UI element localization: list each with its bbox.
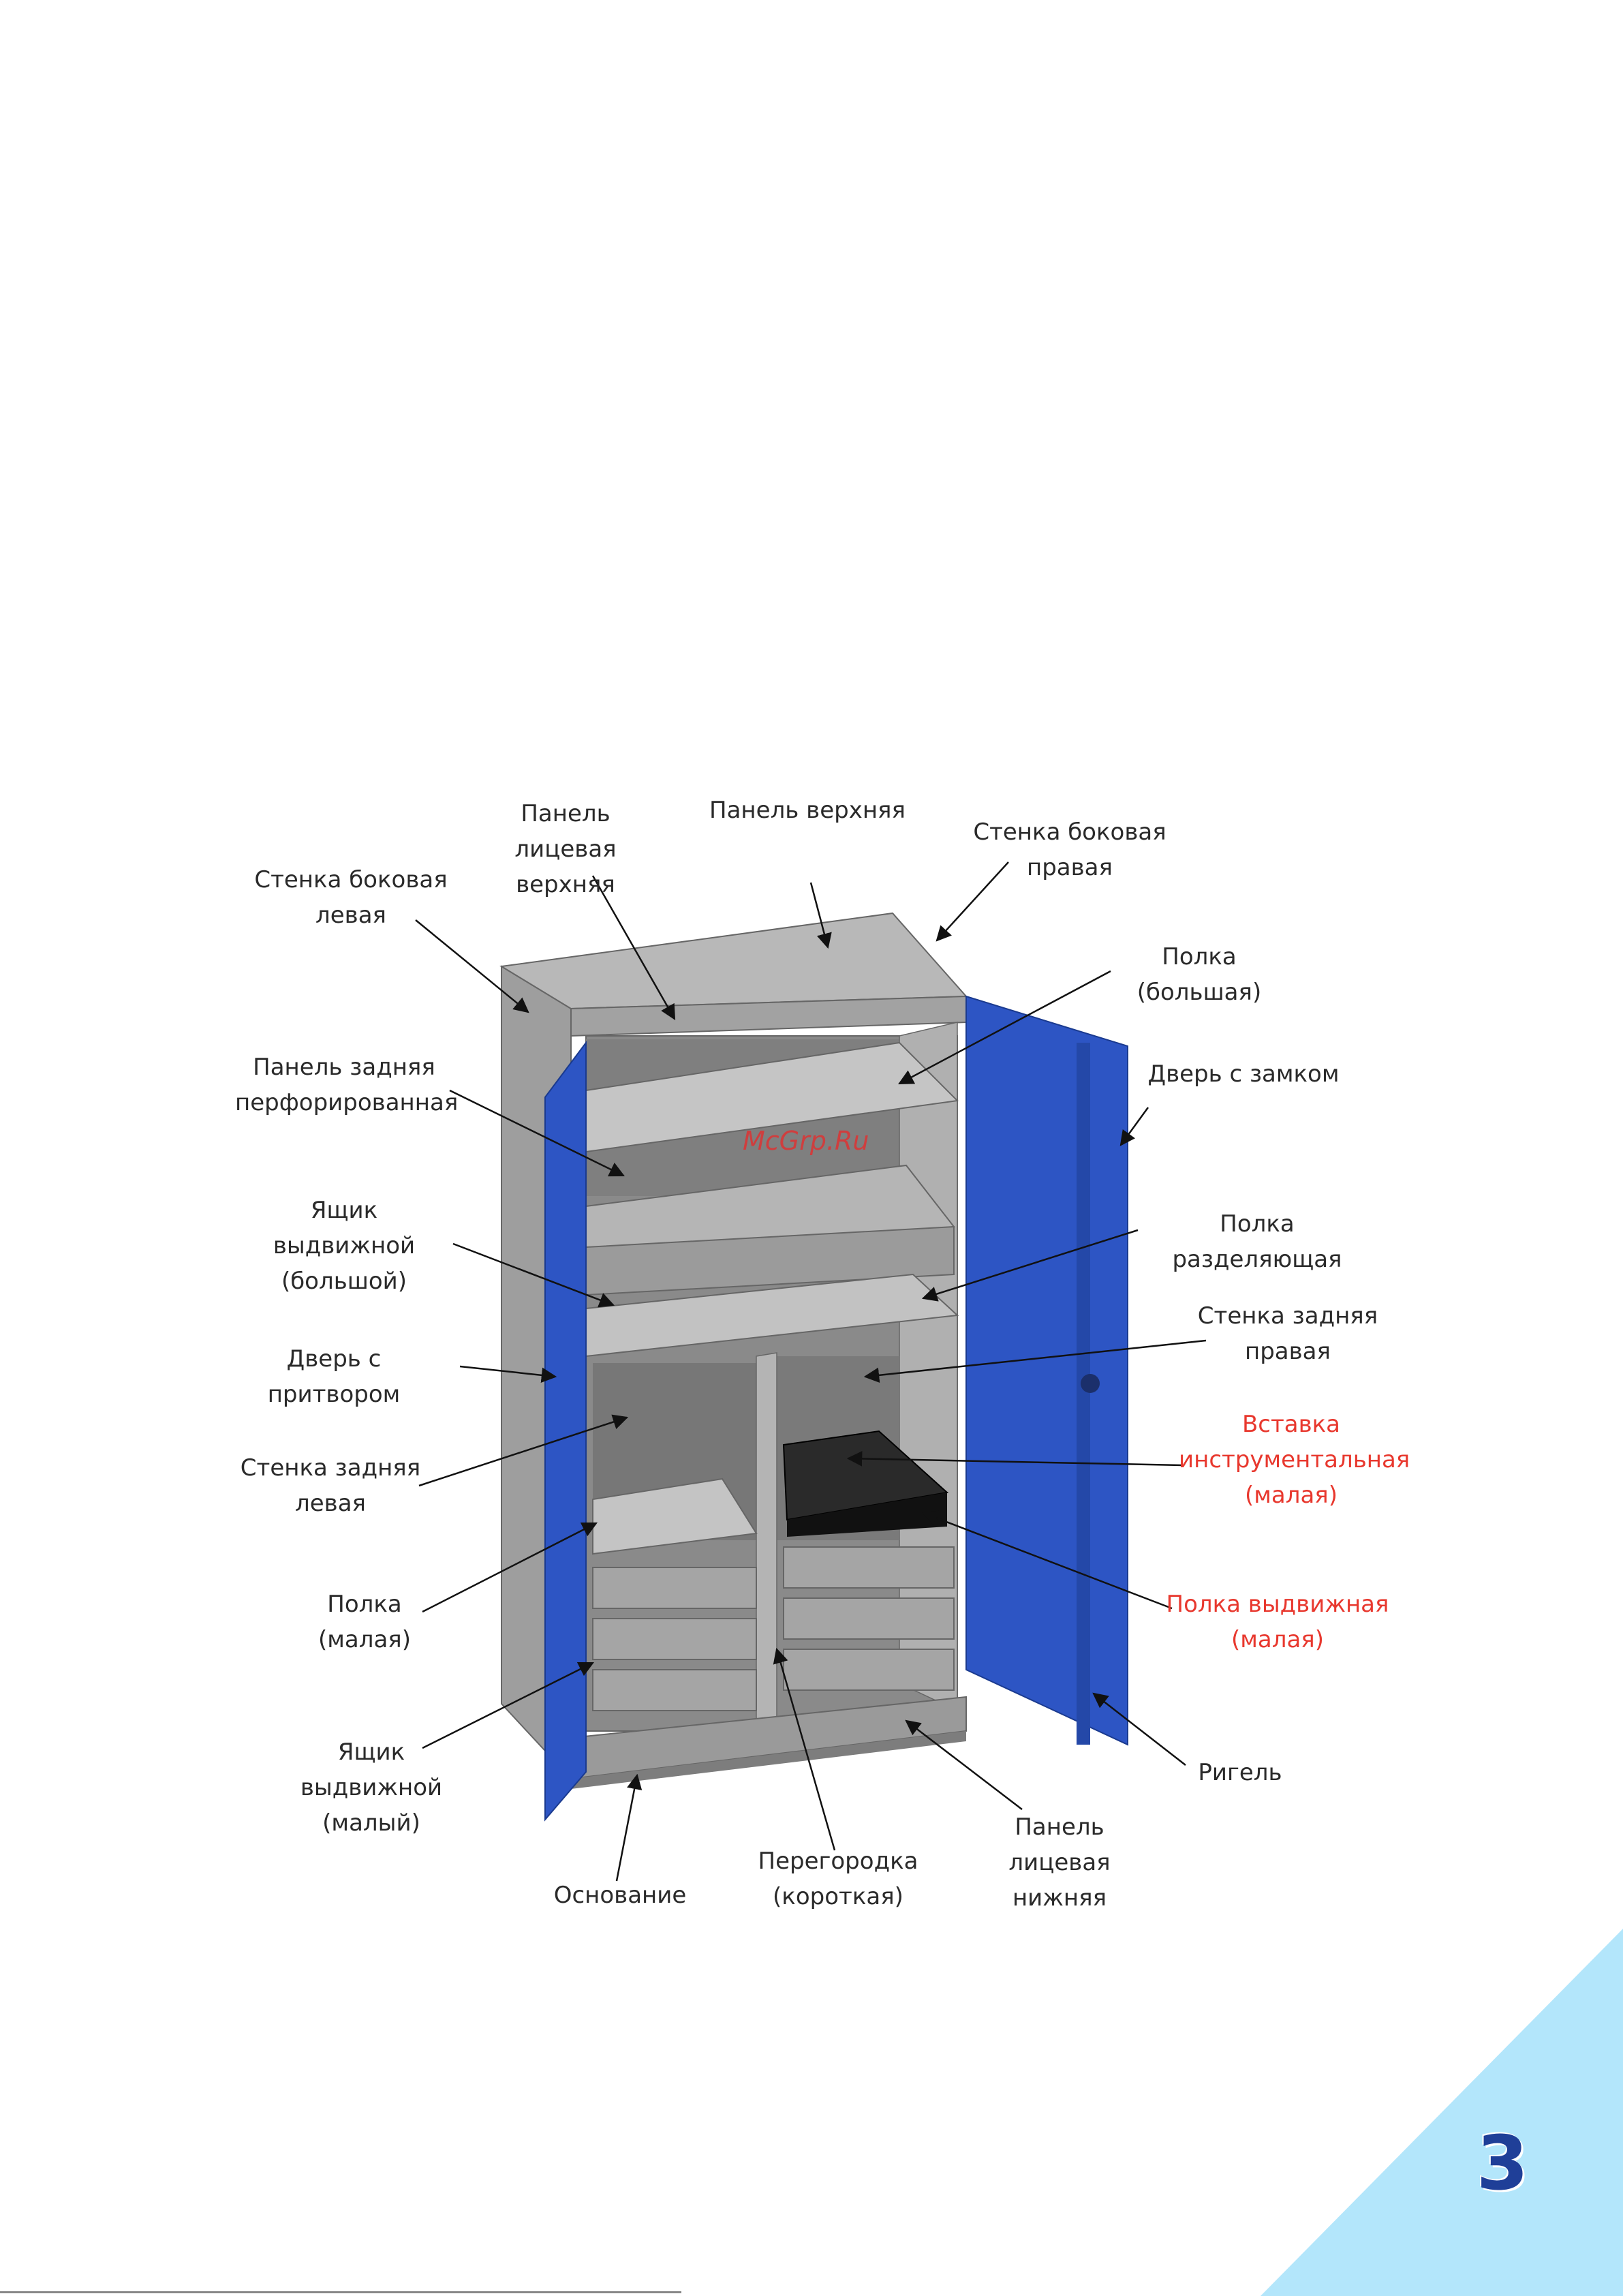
label-side-left: Стенка боковая левая [254,866,448,929]
label-door-lock: Дверь с замком [1147,1060,1340,1088]
watermark: McGrp.Ru [743,1126,869,1156]
label-shelf-pullout: Полка выдвижная (малая) [1166,1591,1389,1653]
label-back-perforated: Панель задняя перфорированная [235,1054,459,1116]
label-front-bottom: Панель лицевая нижняя [1008,1813,1111,1912]
leader-lines [415,861,1207,1882]
right-door [965,995,1128,1746]
label-drawer-big: Ящик выдвижной (большой) [273,1197,416,1295]
label-bolt: Ригель [1198,1759,1282,1786]
label-front-top: Панель лицевая верхняя [514,800,617,898]
label-back-left: Стенка задняя левая [240,1454,421,1517]
label-top-panel: Панель верхняя [709,797,906,824]
bottom-rule [0,2291,681,2293]
label-door-rebate: Дверь с притвором [267,1345,401,1408]
label-base: Основание [553,1882,687,1909]
label-drawer-small: Ящик выдвижной (малый) [300,1739,443,1837]
left-door [544,1041,587,1822]
label-side-right: Стенка боковая правая [973,818,1166,881]
label-shelf-small: Полка (малая) [318,1591,412,1653]
cabinet-body [499,912,968,1789]
label-shelf-divider: Полка разделяющая [1172,1210,1342,1273]
page-number: 3 [1476,2119,1529,2207]
corner-triangle [1261,1929,1623,2296]
label-tool-insert: Вставка инструментальная (малая) [1179,1411,1410,1509]
label-back-right: Стенка задняя правая [1197,1302,1378,1365]
label-partition: Перегородка (короткая) [758,1848,918,1910]
label-shelf-big: Полка (большая) [1137,943,1262,1006]
